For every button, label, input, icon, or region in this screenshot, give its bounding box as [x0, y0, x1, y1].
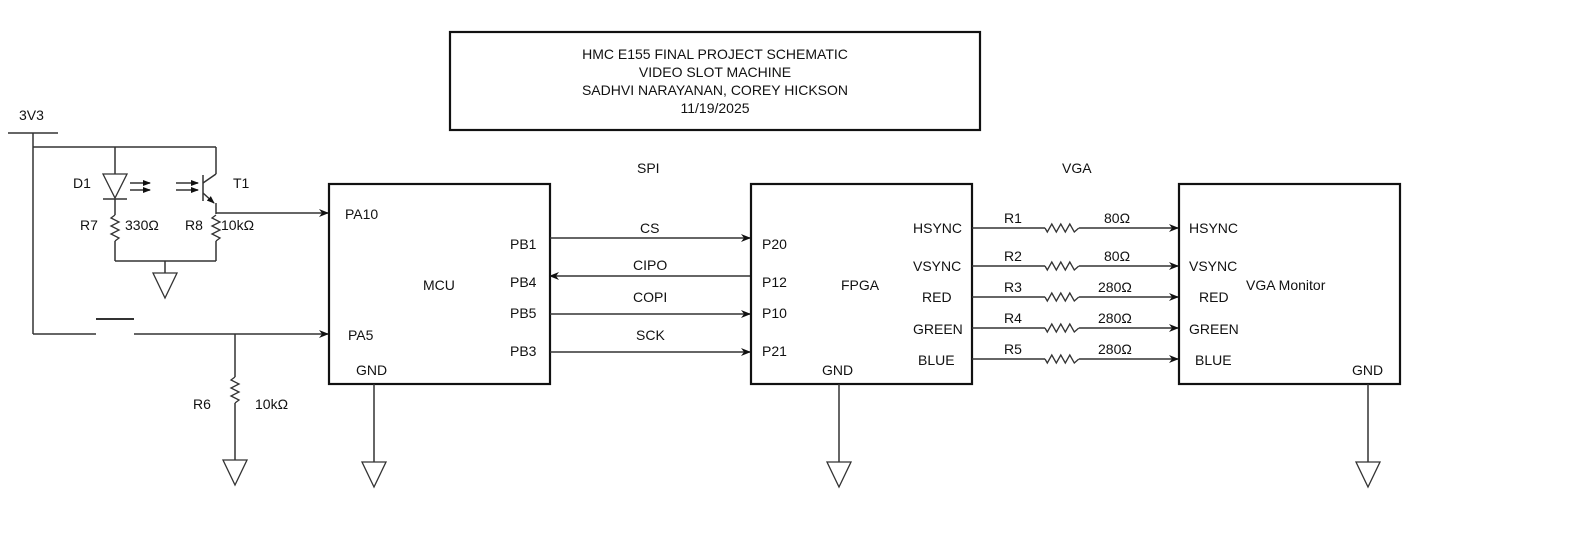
spi-signal-sck: SCK: [636, 327, 665, 343]
transistor-ref: T1: [233, 175, 250, 191]
vga-resistor-value: 80Ω: [1104, 210, 1130, 226]
resistor-icon: [1044, 322, 1080, 334]
resistor-icon: [1044, 260, 1080, 272]
resistor-icon: [229, 376, 241, 404]
ground-r7-r8: [115, 260, 216, 300]
spi-signal-cs: CS: [640, 220, 659, 236]
monitor-pin-green: GREEN: [1189, 321, 1239, 337]
ground-icon: [825, 461, 853, 489]
title-line-2: VIDEO SLOT MACHINE: [639, 64, 791, 80]
fpga-frame: [749, 182, 974, 386]
mcu-pin-pb5: PB5: [510, 305, 537, 321]
spi-signal-cipo: CIPO: [633, 257, 667, 273]
transistor-emitter-arrow-icon: [202, 192, 215, 204]
vga-line-4: R4 280Ω: [972, 310, 1179, 334]
fpga-pin-p21: P21: [762, 343, 787, 359]
vga-resistor-value: 280Ω: [1098, 341, 1132, 357]
monitor-label: VGA Monitor: [1246, 277, 1326, 293]
monitor-pin-red: RED: [1199, 289, 1229, 305]
resistor-icon: [1044, 291, 1080, 303]
fpga-pin-p10: P10: [762, 305, 787, 321]
ground-icon: [1354, 461, 1382, 489]
resistor-icon: [109, 214, 121, 242]
vga-resistor-ref: R1: [1004, 210, 1022, 226]
mcu-pin-pb3: PB3: [510, 343, 537, 359]
mcu-block: MCU PA10 PA5 GND PB1 PB4 PB5 PB3: [327, 182, 552, 489]
resistor-icon: [210, 214, 222, 242]
spi-bus-label: SPI: [637, 160, 660, 176]
resistor-r7: R7 330Ω: [80, 214, 159, 261]
rail-label: 3V3: [19, 107, 44, 123]
vga-resistor-value: 80Ω: [1104, 248, 1130, 264]
resistor-icon: [1044, 222, 1080, 234]
fpga-pin-red: RED: [922, 289, 952, 305]
vga-monitor-block: VGA Monitor HSYNC VSYNC RED GREEN BLUE G…: [1177, 182, 1402, 489]
monitor-pin-hsync: HSYNC: [1189, 220, 1238, 236]
push-button: [33, 318, 329, 338]
r6-value: 10kΩ: [255, 396, 288, 412]
ground-icon: [360, 461, 388, 489]
resistor-r8: R8 10kΩ: [185, 214, 254, 261]
monitor-pin-blue: BLUE: [1195, 352, 1232, 368]
vga-line-2: R2 80Ω: [972, 248, 1179, 272]
fpga-pin-gnd: GND: [822, 362, 853, 378]
mcu-frame: [327, 182, 552, 386]
fpga-label: FPGA: [841, 277, 880, 293]
mcu-pin-pa10: PA10: [345, 206, 378, 222]
title-block: HMC E155 FINAL PROJECT SCHEMATIC VIDEO S…: [448, 30, 982, 132]
monitor-pin-vsync: VSYNC: [1189, 258, 1237, 274]
diode-ref: D1: [73, 175, 91, 191]
fpga-pin-blue: BLUE: [918, 352, 955, 368]
resistor-r6: R6 10kΩ: [193, 334, 288, 487]
fpga-pin-green: GREEN: [913, 321, 963, 337]
monitor-frame: [1177, 182, 1402, 386]
phototransistor-t1: T1: [176, 147, 250, 214]
vga-line-1: R1 80Ω: [972, 210, 1179, 234]
r8-ref: R8: [185, 217, 203, 233]
ground-icon: [151, 272, 179, 300]
fpga-block: FPGA P20 P12 P10 P21 GND HSYNC VSYNC RED…: [749, 182, 974, 489]
ground-icon: [221, 459, 249, 487]
mcu-pin-pa5: PA5: [348, 327, 374, 343]
vga-resistor-value: 280Ω: [1098, 279, 1132, 295]
vga-line-3: R3 280Ω: [972, 279, 1179, 303]
r6-ref: R6: [193, 396, 211, 412]
r7-value: 330Ω: [125, 217, 159, 233]
mcu-pin-pb4: PB4: [510, 274, 537, 290]
mcu-label: MCU: [423, 277, 455, 293]
diode-icon: [101, 173, 129, 200]
spi-bus: SPI CS CIPO COPI SCK: [549, 160, 751, 356]
spi-signal-copi: COPI: [633, 289, 667, 305]
fpga-pin-p20: P20: [762, 236, 787, 252]
mcu-pin-pb1: PB1: [510, 236, 537, 252]
resistor-icon: [1044, 353, 1080, 365]
vga-resistor-value: 280Ω: [1098, 310, 1132, 326]
vga-bus-label: VGA: [1062, 160, 1092, 176]
vga-bus: VGA R1 80Ω R2 80Ω R3 280Ω R4 280Ω R5 280Ω: [972, 160, 1179, 365]
vga-resistor-ref: R5: [1004, 341, 1022, 357]
power-rail-3v3: 3V3: [8, 107, 216, 334]
vga-resistor-ref: R4: [1004, 310, 1022, 326]
diode-d1: D1: [73, 147, 151, 215]
vga-resistor-ref: R3: [1004, 279, 1022, 295]
vga-line-5: R5 280Ω: [972, 341, 1179, 365]
title-block-frame: [448, 30, 982, 132]
title-line-1: HMC E155 FINAL PROJECT SCHEMATIC: [582, 46, 848, 62]
vga-resistor-ref: R2: [1004, 248, 1022, 264]
fpga-pin-hsync: HSYNC: [913, 220, 962, 236]
r7-ref: R7: [80, 217, 98, 233]
title-line-3: SADHVI NARAYANAN, COREY HICKSON: [582, 82, 848, 98]
r8-value: 10kΩ: [221, 217, 254, 233]
fpga-pin-vsync: VSYNC: [913, 258, 961, 274]
monitor-pin-gnd: GND: [1352, 362, 1383, 378]
fpga-pin-p12: P12: [762, 274, 787, 290]
title-line-4: 11/19/2025: [680, 100, 749, 116]
mcu-pin-gnd: GND: [356, 362, 387, 378]
